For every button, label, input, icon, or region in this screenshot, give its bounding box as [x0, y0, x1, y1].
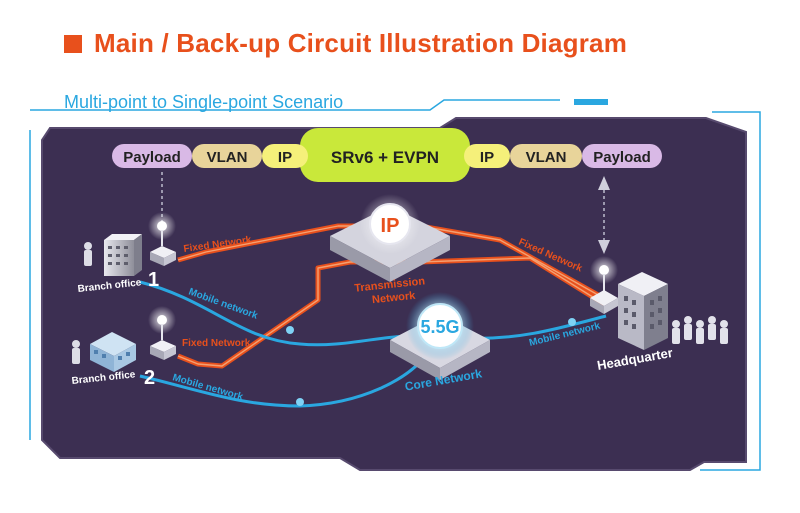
transmission-badge-bg [369, 203, 411, 245]
title-square-icon [64, 34, 82, 53]
branch2-number: 2 [144, 367, 155, 389]
hq-router-icon [590, 256, 618, 314]
branch1-number: 1 [148, 269, 159, 291]
packet-left-0-label: Payload [123, 149, 181, 166]
packet-left-1-label: VLAN [207, 149, 248, 166]
hq-people-icon [672, 316, 728, 344]
title-row: Main / Back-up Circuit Illustration Diag… [64, 28, 627, 59]
branch1-building-icon [104, 240, 134, 276]
transmission-badge: IP [381, 215, 400, 237]
core-badge: 5.5G [420, 317, 459, 337]
branch1-people-icon [84, 242, 92, 266]
hq-building-icon [618, 272, 668, 350]
branch2-building-icon [90, 332, 136, 356]
branch2-router-icon [148, 306, 176, 360]
transmission-label-2: Network [371, 290, 416, 307]
packet-center-pill [300, 128, 470, 182]
page-title: Main / Back-up Circuit Illustration Diag… [94, 28, 628, 58]
packet-left-2-label: IP [278, 149, 292, 166]
branch2-people-icon [72, 340, 80, 364]
scenario-subtitle: Multi-point to Single-point Scenario [64, 92, 344, 112]
diagram-panel [41, 117, 747, 471]
packet-right-1-label: VLAN [526, 149, 567, 166]
core-badge-bg [417, 303, 463, 349]
core-network-node: 5.5G Core Network [390, 292, 490, 394]
packet-center-label: SRv6 + EVPN [331, 148, 439, 167]
packet-right-2-pill [582, 144, 662, 168]
packet-left-2-pill [262, 144, 308, 168]
packet-right-2-label: Payload [593, 149, 651, 166]
packet-right-1-pill [510, 144, 582, 168]
branch1-router-icon [148, 212, 176, 266]
packet-left-1-pill [192, 144, 262, 168]
transmission-network-node: IP Transmission Network [330, 194, 450, 306]
packet-right-0-label: IP [480, 149, 494, 166]
mobile-network-dots [286, 318, 576, 406]
fixed-network-label-2: Fixed Network [182, 338, 251, 349]
signal-arrows [598, 176, 610, 254]
packet-left-0-pill [112, 144, 192, 168]
packet-header: SRv6 + EVPN Payload VLAN IP IP VLAN Payl… [112, 128, 662, 182]
packet-right-0-pill [464, 144, 510, 168]
